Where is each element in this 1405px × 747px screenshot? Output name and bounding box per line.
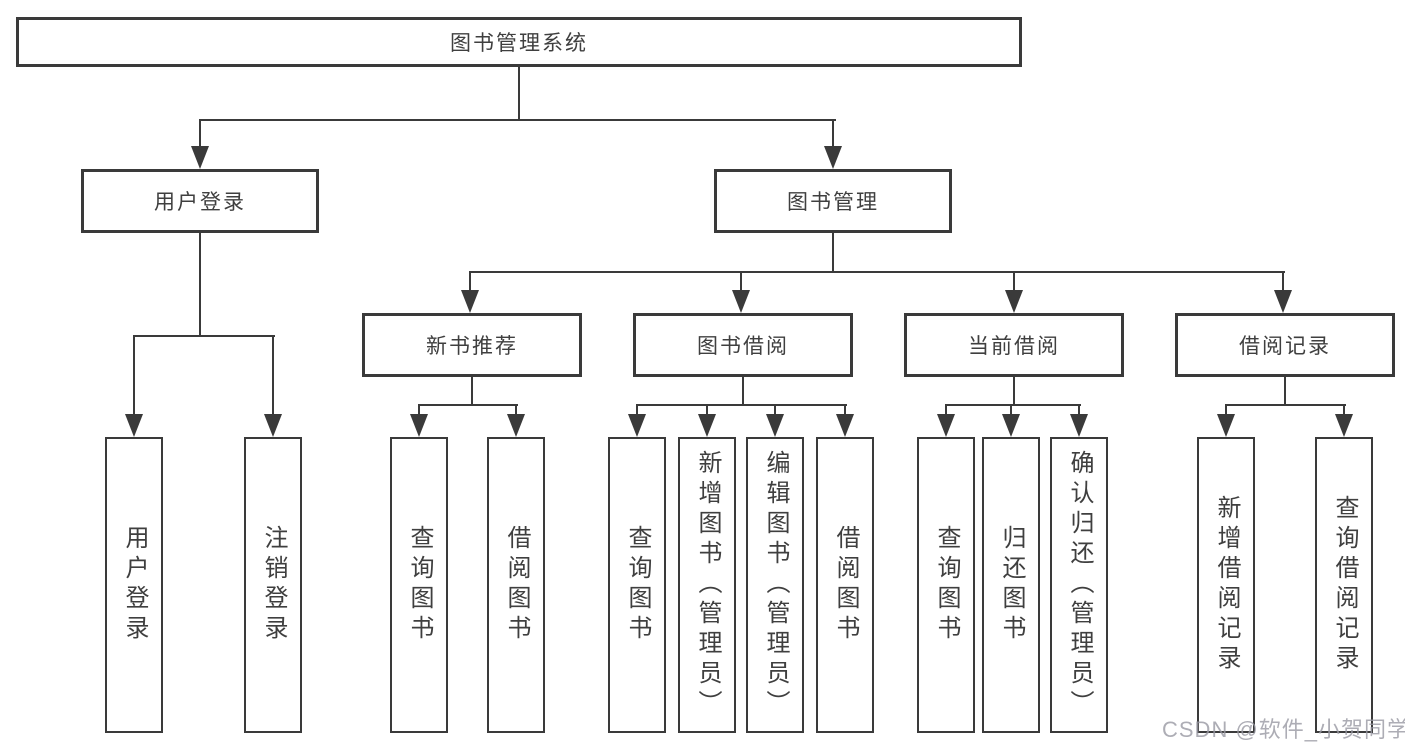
connector-line (199, 233, 201, 337)
arrowhead-down (732, 290, 750, 313)
arrowhead-down (628, 414, 646, 437)
node-borrow-records: 借阅记录 (1175, 313, 1395, 377)
leaf-query-borrow-record-label: 查询借阅记录 (1331, 495, 1358, 675)
leaf-add-borrow-record-label: 新增借阅记录 (1213, 495, 1240, 675)
connector-line (518, 67, 520, 121)
connector-line (774, 404, 776, 417)
connector-line (742, 377, 744, 406)
connector-line (740, 271, 742, 294)
arrowhead-down (824, 146, 842, 169)
arrowhead-down (264, 414, 282, 437)
arrowhead-down (461, 290, 479, 313)
leaf-add-books-admin: 新增图书（管理员） (678, 437, 736, 733)
connector-line (515, 404, 517, 417)
leaf-return-books: 归还图书 (982, 437, 1040, 733)
arrowhead-down (698, 414, 716, 437)
leaf-user-login-label: 用户登录 (121, 525, 148, 645)
arrowhead-down (1005, 290, 1023, 313)
node-book-management-label: 图书管理 (787, 191, 879, 214)
connector-line (1225, 404, 1346, 406)
leaf-query-books-borrow-label: 查询图书 (624, 525, 651, 645)
leaf-query-books-current-label: 查询图书 (933, 525, 960, 645)
node-book-borrow: 图书借阅 (633, 313, 853, 377)
node-book-management: 图书管理 (714, 169, 952, 233)
leaf-query-books-borrow: 查询图书 (608, 437, 666, 733)
arrowhead-down (1070, 414, 1088, 437)
connector-line (418, 404, 518, 406)
connector-line (199, 119, 836, 121)
connector-line (1225, 404, 1227, 417)
connector-line (945, 404, 947, 417)
csdn-watermark: CSDN @软件_小贺同学 (1162, 717, 1405, 742)
connector-line (706, 404, 708, 417)
arrowhead-down (507, 414, 525, 437)
leaf-borrow-books: 借阅图书 (816, 437, 874, 733)
arrowhead-down (937, 414, 955, 437)
leaf-return-books-label: 归还图书 (998, 525, 1025, 645)
connector-line (1284, 377, 1286, 406)
connector-line (418, 404, 420, 417)
arrowhead-down (410, 414, 428, 437)
connector-line (1282, 271, 1284, 294)
root-node-label: 图书管理系统 (450, 32, 588, 55)
leaf-query-books-current: 查询图书 (917, 437, 975, 733)
leaf-borrow-books-recommend: 借阅图书 (487, 437, 545, 733)
connector-line (199, 119, 201, 147)
connector-line (1078, 404, 1080, 417)
leaf-add-borrow-record: 新增借阅记录 (1197, 437, 1255, 733)
arrowhead-down (191, 146, 209, 169)
connector-line (945, 404, 1081, 406)
node-new-book-recommend: 新书推荐 (362, 313, 582, 377)
node-current-borrow-label: 当前借阅 (968, 335, 1060, 358)
node-book-borrow-label: 图书借阅 (697, 335, 789, 358)
connector-line (844, 404, 846, 417)
leaf-edit-books-admin: 编辑图书（管理员） (746, 437, 804, 733)
connector-line (832, 119, 834, 147)
connector-line (469, 271, 1285, 273)
connector-line (133, 335, 275, 337)
arrowhead-down (125, 414, 143, 437)
connector-line (469, 271, 471, 294)
connector-line (1013, 271, 1015, 294)
connector-line (471, 377, 473, 406)
leaf-user-login: 用户登录 (105, 437, 163, 733)
leaf-borrow-books-recommend-label: 借阅图书 (503, 525, 530, 645)
leaf-borrow-books-label: 借阅图书 (832, 525, 859, 645)
arrowhead-down (766, 414, 784, 437)
node-new-book-recommend-label: 新书推荐 (426, 335, 518, 358)
leaf-logout-login: 注销登录 (244, 437, 302, 733)
leaf-logout-login-label: 注销登录 (260, 525, 287, 645)
connector-line (272, 335, 274, 417)
connector-line (832, 233, 834, 273)
connector-line (1010, 404, 1012, 417)
leaf-edit-books-admin-label: 编辑图书（管理员） (762, 450, 789, 720)
leaf-query-borrow-record: 查询借阅记录 (1315, 437, 1373, 733)
arrowhead-down (1335, 414, 1353, 437)
leaf-confirm-return-admin-label: 确认归还（管理员） (1066, 450, 1093, 720)
arrowhead-down (1217, 414, 1235, 437)
connector-line (1343, 404, 1345, 417)
root-node-library-management-system: 图书管理系统 (16, 17, 1022, 67)
arrowhead-down (1274, 290, 1292, 313)
arrowhead-down (836, 414, 854, 437)
leaf-query-books-recommend-label: 查询图书 (406, 525, 433, 645)
connector-line (636, 404, 638, 417)
leaf-confirm-return-admin: 确认归还（管理员） (1050, 437, 1108, 733)
leaf-add-books-admin-label: 新增图书（管理员） (694, 450, 721, 720)
connector-line (636, 404, 847, 406)
node-current-borrow: 当前借阅 (904, 313, 1124, 377)
leaf-query-books-recommend: 查询图书 (390, 437, 448, 733)
connector-line (133, 335, 135, 417)
arrowhead-down (1002, 414, 1020, 437)
connector-line (1013, 377, 1015, 406)
node-user-login-label: 用户登录 (154, 191, 246, 214)
node-borrow-records-label: 借阅记录 (1239, 335, 1331, 358)
node-user-login: 用户登录 (81, 169, 319, 233)
